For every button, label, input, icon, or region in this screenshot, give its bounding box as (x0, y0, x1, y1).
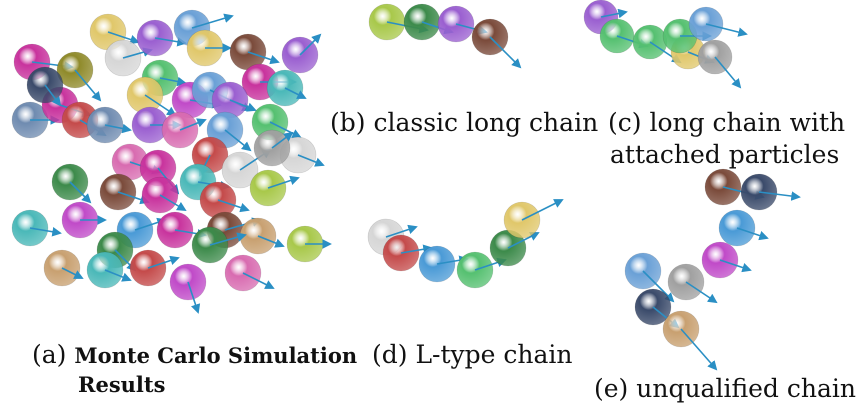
panel-a-dipole-arrow-22 (224, 129, 252, 152)
panel-a-dipole-arrow-2 (107, 31, 140, 45)
panel-b-dipole-arrow-3 (489, 36, 522, 69)
panel-c-dipole-arrow-0 (600, 8, 628, 19)
caption-a-title-2: Results (78, 372, 166, 397)
panel-a-dipole-arrow-45 (104, 269, 132, 282)
panel-a-dipole-arrow-46 (147, 255, 180, 269)
panel-a-dipole-arrow-50 (271, 131, 294, 149)
panel-a-dipole-arrow-7 (247, 51, 280, 65)
panel-a-dipole-arrow-29 (267, 175, 300, 189)
caption-c-line1: (c) long chain with (608, 108, 846, 137)
panel-a-dipole-arrow-19 (104, 123, 132, 134)
panel-a-dipole-arrow-21 (179, 118, 207, 131)
panel-e-dipole-arrow-7 (680, 328, 718, 371)
panel-d-dipole-arrow-4 (507, 232, 540, 249)
panel-a-dipole-arrow-23 (269, 121, 302, 138)
panel-e-chain (624, 168, 801, 371)
panel-a-dipole-arrow-40 (257, 235, 285, 248)
caption-b: (b) classic long chain (330, 108, 599, 137)
panel-a-dipole-arrow-11 (159, 76, 187, 87)
panel-a-dipole-arrow-15 (229, 99, 257, 112)
panel-a-dipole-arrow-34 (217, 199, 250, 213)
panel-c-chain (583, 0, 748, 89)
panel-a-dipole-arrow-43 (209, 232, 247, 246)
panel-e-dipole-arrow-2 (736, 227, 769, 241)
panel-a-dipole-arrow-8 (299, 33, 322, 56)
panel-c-dipole-arrow-6 (705, 23, 748, 37)
panel-a-dipole-arrow-33 (159, 194, 187, 211)
panel-d-chain (367, 199, 564, 289)
panel-e-dipole-arrow-1 (758, 191, 801, 201)
caption-a: (a) Monte Carlo Simulation (32, 340, 357, 371)
panel-a-dipole-arrow-4 (154, 37, 187, 47)
panel-b-chain (368, 3, 522, 69)
panel-a-dipole-arrow-30 (297, 154, 325, 167)
panel-a-dipole-arrow-47 (187, 281, 201, 314)
panel-d-dipole-arrow-0 (385, 224, 418, 238)
panel-e-dipole-arrow-3 (719, 259, 752, 273)
panel-d-dipole-arrow-5 (521, 199, 564, 221)
panel-a-dipole-arrow-31 (69, 181, 92, 204)
panel-a-dipole-arrow-1 (74, 69, 102, 102)
panel-e-dipole-arrow-5 (642, 270, 675, 303)
panel-a-particles (11, 9, 332, 314)
panel-a-dipole-arrow-49 (44, 84, 62, 107)
panel-a-dipole-arrow-35 (29, 227, 62, 237)
caption-e: (e) unqualified chain (594, 374, 856, 403)
caption-a-line2: Results (78, 369, 165, 400)
panel-a-dipole-arrow-44 (61, 267, 84, 279)
caption-a-prefix: (a) (32, 340, 75, 369)
panel-a-dipole-arrow-12 (144, 94, 177, 117)
caption-a-title: Monte Carlo Simulation (74, 343, 358, 368)
caption-c-line2: attached particles (610, 140, 840, 169)
panel-a-dipole-arrow-5 (191, 13, 234, 29)
panel-a-dipole-arrow-48 (242, 272, 275, 289)
panel-a-dipole-arrow-10 (284, 87, 307, 99)
panel-d-dipole-arrow-1 (400, 244, 433, 254)
caption-d: (d) L-type chain (372, 340, 573, 369)
panel-c-dipole-arrow-4 (714, 56, 742, 89)
panel-e-dipole-arrow-4 (685, 281, 718, 304)
